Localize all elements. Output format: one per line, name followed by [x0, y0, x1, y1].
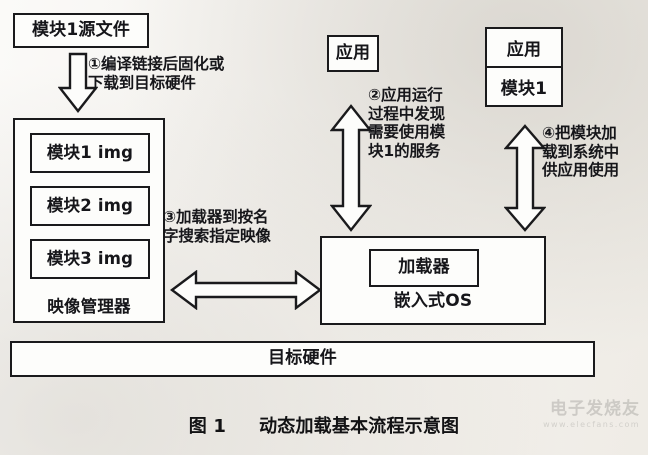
- image-manager-title: 映像管理器: [47, 296, 131, 316]
- arrow-up-down-icon: [330, 104, 372, 232]
- figure-title: 动态加载基本流程示意图: [259, 416, 460, 437]
- step-3-label: ③加载器到按名 字搜索指定映像: [163, 208, 271, 245]
- application-module-stack: 应用 模块1: [485, 27, 563, 107]
- application-box-right: 应用: [487, 29, 561, 68]
- step-4-label: ④把模块加 载到系统中 供应用使用: [542, 124, 620, 179]
- image-item-module3: 模块3 img: [30, 239, 150, 279]
- image-manager-box: 模块1 img 模块2 img 模块3 img 映像管理器: [13, 118, 165, 323]
- loader-box: 加载器: [369, 249, 479, 287]
- embedded-os-box: 加载器 嵌入式OS: [320, 236, 546, 325]
- step-1-label: ①编译链接后固化或 下载到目标硬件: [88, 55, 225, 92]
- step-2-label: ②应用运行 过程中发现 需要使用模 块1的服务: [368, 86, 446, 160]
- arrow-left-right-icon: [170, 270, 322, 310]
- figure-number: 图 1: [188, 416, 227, 437]
- application-box-left: 应用: [327, 35, 379, 72]
- figure-caption: 图 1 动态加载基本流程示意图: [0, 412, 648, 438]
- arrow-down-icon: [58, 52, 98, 113]
- target-hardware-bar: 目标硬件: [10, 341, 595, 377]
- module1-box: 模块1: [500, 79, 548, 99]
- arrow-up-down-icon: [504, 124, 546, 232]
- image-item-module2: 模块2 img: [30, 186, 150, 226]
- embedded-os-title: 嵌入式OS: [393, 291, 473, 311]
- image-item-module1: 模块1 img: [30, 133, 150, 173]
- source-file-box: 模块1源文件: [13, 13, 149, 48]
